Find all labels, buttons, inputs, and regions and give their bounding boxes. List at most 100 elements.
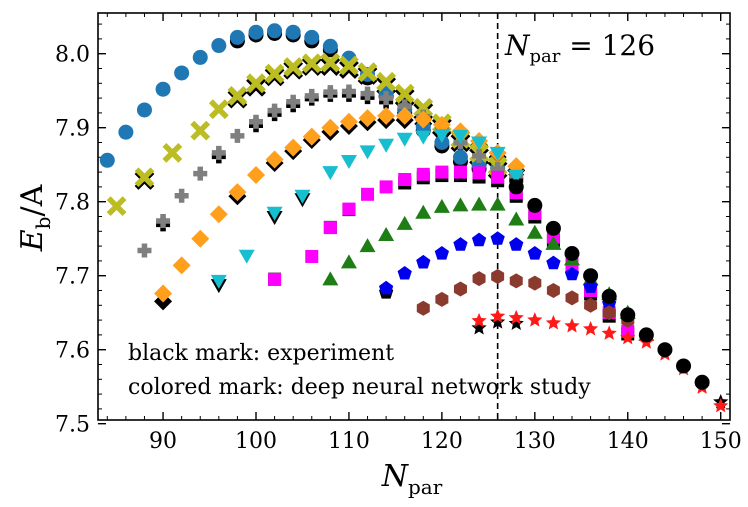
dnn-point	[248, 24, 264, 40]
x-tick-label: 150	[700, 429, 742, 454]
dnn-point	[413, 97, 434, 118]
dnn-point	[582, 320, 599, 336]
dnn-point	[602, 305, 616, 321]
dnn-point	[137, 243, 152, 258]
dnn-point	[247, 166, 265, 185]
dnn-point	[489, 196, 506, 211]
x-axis-title-main: N	[381, 459, 410, 494]
dnn-point	[435, 291, 449, 307]
dnn-point	[452, 129, 469, 144]
x-tick-label: 110	[328, 429, 370, 454]
y-tick-label: 7.5	[55, 413, 90, 438]
dnn-point	[565, 290, 579, 306]
dnn-point	[284, 138, 303, 157]
y-axis-title-sub: b	[31, 217, 55, 230]
dnn-point	[564, 266, 580, 281]
dnn-point	[339, 55, 359, 76]
dnn-point	[508, 211, 525, 226]
vline-label-main: N	[504, 29, 531, 62]
dnn-point	[394, 83, 415, 104]
dnn-point	[471, 232, 487, 247]
dnn-point	[378, 227, 395, 241]
dnn-point	[490, 308, 506, 323]
dnn-point	[174, 188, 189, 203]
dnn-point	[564, 246, 580, 261]
dnn-point	[508, 309, 524, 325]
dnn-point	[209, 205, 228, 224]
x-axis-title: Npar	[381, 459, 443, 499]
dnn-point	[527, 312, 543, 327]
dnn-point	[472, 271, 486, 287]
dnn-point	[190, 120, 211, 141]
dnn-point	[471, 136, 488, 151]
y-tick-label: 7.7	[55, 265, 90, 290]
dnn-point	[396, 132, 413, 147]
dnn-point	[323, 221, 337, 235]
dnn-point	[472, 148, 487, 163]
dnn-point	[395, 106, 414, 125]
exp-point	[471, 320, 487, 335]
y-tick-label: 7.9	[55, 117, 90, 142]
dnn-point	[379, 180, 393, 194]
dnn-point	[434, 246, 450, 260]
dnn-point	[583, 279, 598, 293]
dnn-point	[433, 129, 450, 144]
dnn-point	[416, 254, 431, 269]
dnn-point	[376, 71, 397, 92]
dnn-point	[118, 124, 134, 140]
y-axis-title-main: E	[15, 229, 50, 252]
x-tick-label: 120	[421, 429, 463, 454]
dnn-point	[134, 167, 155, 188]
dnn-point	[246, 73, 266, 94]
dnn-point	[264, 63, 285, 84]
dnn-point	[323, 85, 338, 100]
dnn-point	[583, 268, 599, 284]
dnn-point	[294, 189, 311, 204]
dnn-point	[526, 224, 543, 239]
dnn-point	[156, 213, 171, 228]
dnn-point	[435, 165, 449, 179]
dnn-point	[320, 52, 341, 73]
dnn-point	[453, 237, 468, 251]
dnn-point	[301, 53, 322, 74]
y-axis-title: Eb/A	[15, 184, 55, 252]
y-tick-label: 7.8	[55, 191, 90, 216]
x-tick-label: 130	[514, 429, 556, 454]
dnn-point	[471, 196, 488, 211]
dnn-point	[545, 235, 562, 250]
dnn-point	[106, 196, 127, 217]
dnn-point	[414, 110, 433, 129]
dnn-point	[584, 297, 598, 313]
dnn-point	[416, 300, 430, 316]
dnn-point	[490, 231, 505, 245]
y-axis-title-suffix: /A	[15, 184, 50, 216]
dnn-point	[491, 268, 505, 284]
dnn-point	[342, 202, 356, 216]
dnn-point	[340, 155, 357, 169]
dnn-point	[238, 249, 255, 264]
dnn-point	[154, 284, 173, 303]
dnn-point	[527, 197, 543, 213]
dnn-point	[453, 165, 467, 179]
dnn-point	[267, 103, 282, 118]
x-tick-label: 100	[235, 429, 277, 454]
dnn-point	[322, 271, 339, 286]
dnn-point	[230, 128, 245, 143]
dnn-point	[286, 94, 301, 109]
dnn-point	[509, 273, 523, 289]
dnn-point	[136, 102, 152, 118]
dnn-point	[305, 249, 319, 263]
dnn-point	[357, 62, 378, 83]
vline-label-suffix: = 126	[560, 29, 655, 62]
dnn-point	[378, 138, 395, 153]
dnn-point	[359, 238, 376, 253]
dnn-point	[694, 374, 710, 390]
marks	[99, 23, 729, 413]
dnn-point	[396, 215, 413, 230]
dnn-point	[322, 166, 339, 181]
dnn-point	[472, 166, 486, 180]
exp-point	[508, 315, 524, 331]
dnn-point	[416, 167, 430, 181]
dnn-point	[211, 38, 227, 54]
dnn-point	[638, 327, 654, 343]
